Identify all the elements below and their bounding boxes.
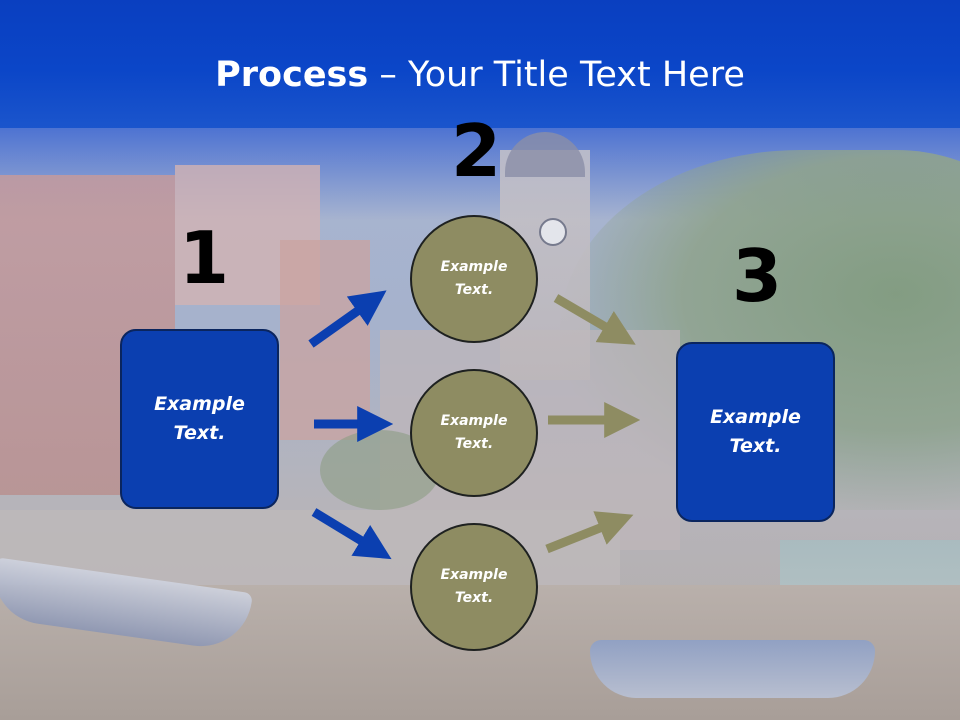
right-box-text: Example Text. <box>710 406 801 457</box>
step-number-2[interactable]: 2 <box>451 109 502 193</box>
step-number-3[interactable]: 3 <box>732 234 783 318</box>
left-text-box[interactable]: Example Text. <box>120 329 279 509</box>
circle-bottom[interactable]: Example Text. <box>410 523 538 651</box>
circle-text: Example Text. <box>440 413 508 452</box>
background-building <box>280 240 370 440</box>
circle-text: Example Text. <box>440 567 508 606</box>
circle-top[interactable]: Example Text. <box>410 215 538 343</box>
title-bold: Process <box>215 55 369 95</box>
title-band <box>0 0 960 128</box>
arrow-down-right <box>553 294 636 345</box>
left-box-text: Example Text. <box>154 393 245 444</box>
arrow-down-right <box>311 508 392 560</box>
background-boat <box>590 640 875 698</box>
background-clock <box>539 218 567 246</box>
step-number-1[interactable]: 1 <box>179 216 230 300</box>
title-rest: – Your Title Text Here <box>368 55 745 95</box>
arrow-up-right <box>308 290 387 348</box>
circle-middle[interactable]: Example Text. <box>410 369 538 497</box>
arrow-up-right <box>545 511 634 554</box>
slide-title[interactable]: Process – Your Title Text Here <box>0 55 960 95</box>
right-text-box[interactable]: Example Text. <box>676 342 835 522</box>
circle-text: Example Text. <box>440 259 508 298</box>
